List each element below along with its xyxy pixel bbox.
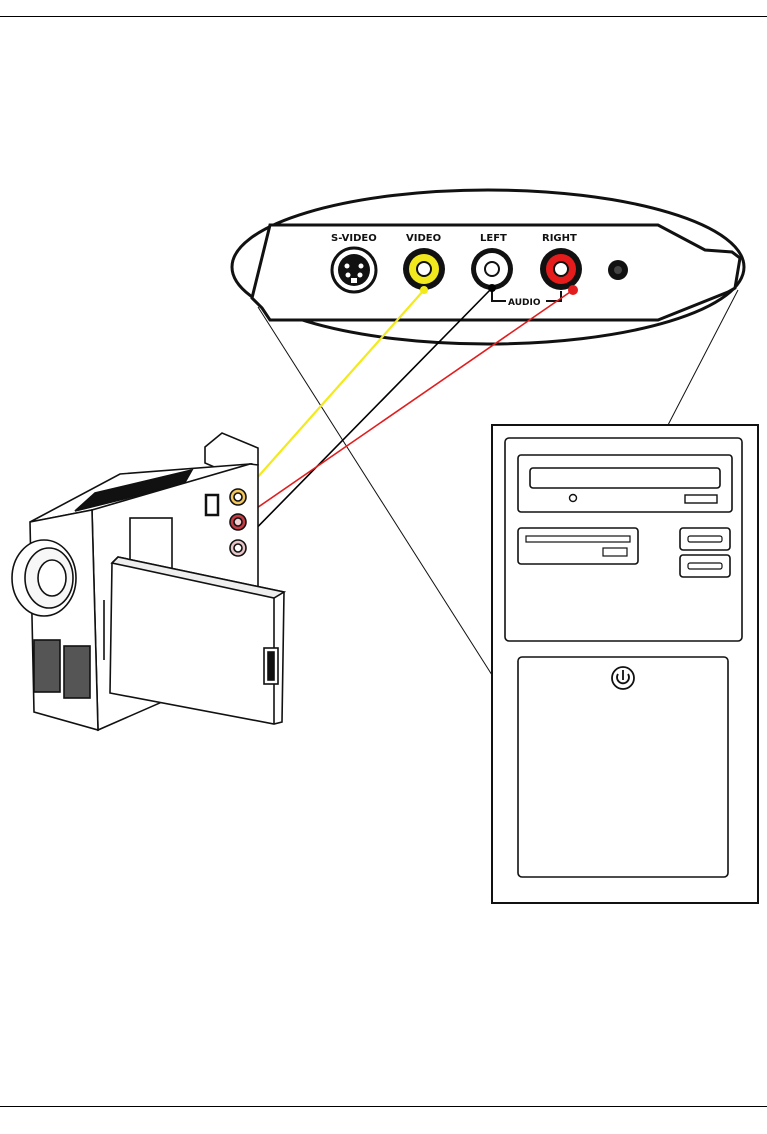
mic-jack: [608, 260, 628, 280]
svideo-label: S-VIDEO: [331, 233, 377, 244]
video-label: VIDEO: [406, 233, 441, 244]
camcorder-port-icon: [206, 495, 218, 515]
floppy-button: [603, 548, 627, 556]
camcorder-video-jack: [230, 489, 246, 505]
left-audio-jack: [471, 248, 513, 290]
right-audio-jack: [540, 248, 582, 290]
tower-lower-panel: [518, 657, 728, 877]
optical-tray: [530, 468, 720, 488]
audio-label: AUDIO: [508, 298, 541, 308]
optical-eject: [685, 495, 717, 503]
speaker-grill-right: [64, 646, 90, 698]
left-label: LEFT: [480, 233, 507, 244]
camcorder-right-jack: [230, 514, 246, 530]
svideo-jack: [332, 248, 376, 292]
floppy-drive: [518, 528, 638, 564]
camcorder-left-jack: [230, 540, 246, 556]
left-cable-plug: [488, 284, 496, 292]
right-cable-plug: [568, 285, 578, 295]
video-cable-plug: [420, 286, 428, 294]
zoomed-port-panel: S-VIDEO VIDEO LEFT RIGHT: [232, 190, 744, 344]
right-label: RIGHT: [542, 233, 577, 244]
speaker-grill-left: [34, 640, 60, 692]
optical-led: [570, 495, 577, 502]
video-jack: [403, 248, 445, 290]
camcorder: [12, 433, 284, 730]
camcorder-lens: [12, 540, 76, 616]
floppy-slot: [526, 536, 630, 542]
pc-tower: [492, 425, 758, 903]
